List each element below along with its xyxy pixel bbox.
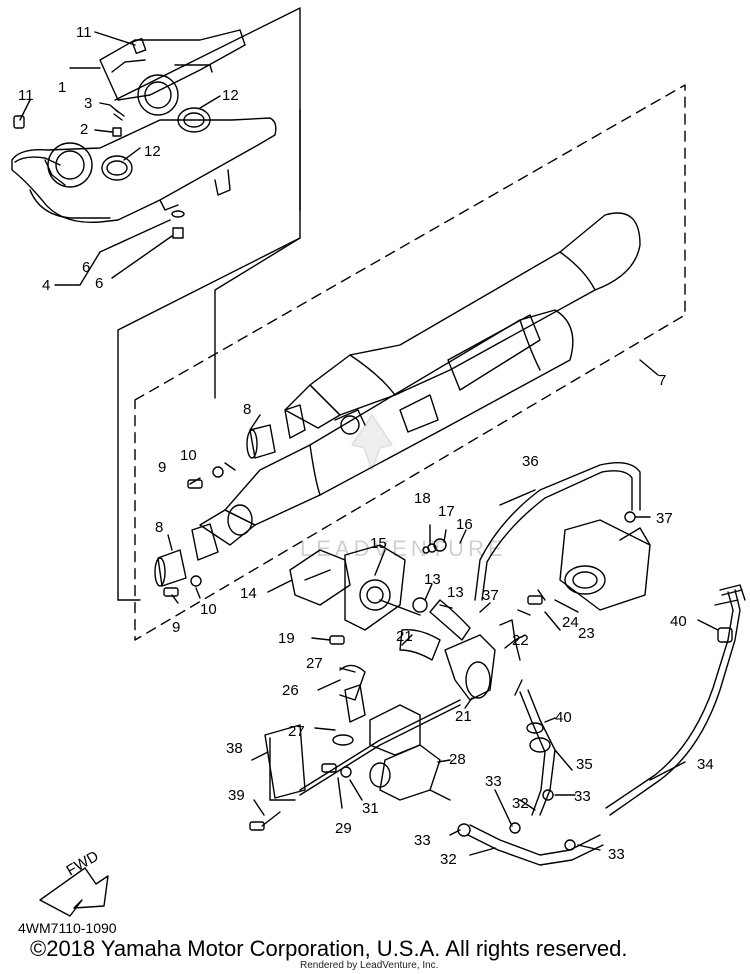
- callout-2: 2: [80, 121, 88, 138]
- gasket: [101, 155, 133, 181]
- callout-27: 27: [306, 655, 323, 672]
- callout-29: 29: [335, 820, 352, 837]
- callout-8: 8: [243, 401, 251, 418]
- callout-9: 9: [172, 619, 180, 636]
- air-joint: [559, 519, 651, 611]
- hose: [474, 462, 641, 601]
- watermark: LEADVENTURE: [300, 414, 507, 561]
- callout-7: 7: [658, 372, 666, 389]
- hose-35: [514, 679, 556, 816]
- rendered-by-note: Rendered by LeadVenture, Inc.: [300, 960, 439, 971]
- copyright-notice: ©2018 Yamaha Motor Corporation, U.S.A. A…: [30, 936, 628, 961]
- fwd-arrow-icon: [39, 867, 109, 917]
- callout-8: 8: [155, 519, 163, 536]
- watermark-text: LEADVENTURE: [300, 536, 507, 561]
- callout-33: 33: [608, 846, 625, 863]
- leader-lines-lower: [251, 489, 719, 856]
- callout-37: 37: [482, 587, 499, 604]
- callout-14: 13: [424, 571, 441, 588]
- bolt: [13, 37, 185, 239]
- callout-23: 22: [512, 632, 529, 649]
- callout-10: 10: [180, 447, 197, 464]
- callout-40: 40: [670, 613, 687, 630]
- callout-26: 26: [282, 682, 299, 699]
- callout-31: 32: [512, 795, 529, 812]
- callout-34: 34: [697, 756, 714, 773]
- callout-10: 10: [200, 601, 217, 618]
- callout-5: 6: [95, 275, 103, 292]
- callout-33: 33: [574, 788, 591, 805]
- header-pipe: [11, 29, 277, 224]
- gasket: [177, 107, 211, 133]
- callout-6: 6: [82, 259, 90, 276]
- hose-34: [605, 584, 746, 816]
- callout-37: 37: [656, 510, 673, 527]
- callout-30: 31: [362, 800, 379, 817]
- bracket: [249, 699, 461, 831]
- callout-13: 13: [447, 584, 464, 601]
- callout-35: 35: [576, 756, 593, 773]
- callout-9: 9: [158, 459, 166, 476]
- pressure-valve: [321, 664, 451, 801]
- callout-20: 19: [278, 630, 295, 647]
- muffler-clamp: [154, 404, 306, 597]
- callout-15: 14: [240, 585, 257, 602]
- callout-21: 21: [396, 628, 413, 645]
- muffler-brackets: [334, 314, 541, 435]
- callout-22: 21: [455, 708, 472, 725]
- muffler-group-outline: [134, 84, 686, 641]
- callout-12: 12: [144, 143, 161, 160]
- callout-32: 32: [440, 851, 457, 868]
- callout-12: 12: [222, 87, 239, 104]
- callout-16: 15: [370, 535, 387, 552]
- leader-lines: [19, 31, 659, 604]
- callout-labels: 11 1 3 2 11 12 12 6 6 4 7 8 10 9 8 9 10 …: [18, 24, 714, 868]
- part-code: 4WM7110-1090: [18, 920, 117, 936]
- callout-40: 40: [555, 709, 572, 726]
- callout-36: 36: [522, 453, 539, 470]
- muffler-upper: [284, 212, 641, 429]
- callout-24: 23: [578, 625, 595, 642]
- callout-17: 16: [456, 516, 473, 533]
- callout-27: 27: [288, 723, 305, 740]
- callout-39: 39: [228, 787, 245, 804]
- callout-19: 18: [414, 490, 431, 507]
- callout-25: 24: [562, 614, 579, 631]
- callout-38: 38: [226, 740, 243, 757]
- callout-28: 28: [449, 751, 466, 768]
- header-group-outline: [114, 7, 301, 601]
- callout-3: 3: [84, 95, 92, 112]
- callout-18: 17: [438, 503, 455, 520]
- callout-11: 11: [18, 87, 34, 104]
- callout-33: 33: [414, 832, 431, 849]
- callout-11: 11: [76, 24, 92, 41]
- callout-33: 33: [485, 773, 502, 790]
- callout-4: 4: [42, 277, 50, 294]
- fwd-label: FWD: [64, 848, 102, 880]
- callout-1: 1: [58, 79, 66, 96]
- exup-valve-assembly: [289, 538, 543, 701]
